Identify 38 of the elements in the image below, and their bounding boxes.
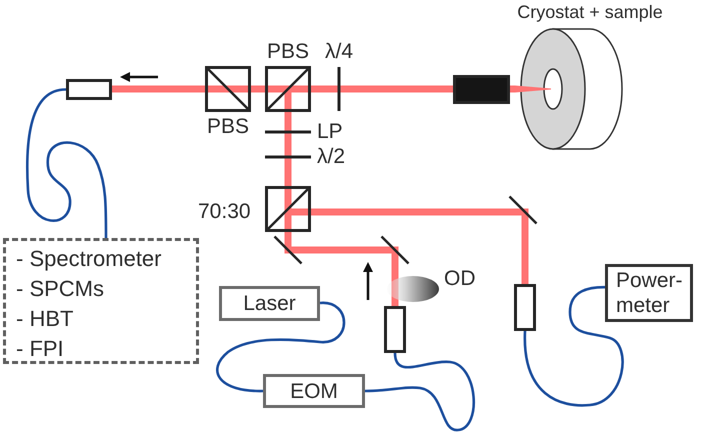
device-box: EOM	[263, 374, 365, 408]
laser-beam	[112, 86, 205, 92]
mirror	[273, 235, 303, 265]
component-label: LP	[317, 120, 343, 144]
laser-beam	[303, 246, 380, 254]
laser-beam	[354, 86, 453, 92]
objective	[453, 75, 510, 104]
laser-beam	[510, 86, 515, 92]
list-item: - HBT	[16, 305, 74, 333]
component-label: 70:30	[198, 200, 251, 224]
optical-fiber	[216, 302, 346, 392]
laser-beam	[284, 112, 292, 120]
component-label: OD	[444, 267, 476, 291]
component-label: PBS	[206, 115, 250, 139]
fiber-coupler	[384, 306, 406, 353]
optical-fiber	[524, 286, 624, 407]
device-box: Power- meter	[605, 264, 693, 322]
laser-beam	[392, 303, 398, 306]
laser-beam	[522, 225, 528, 284]
laser-beam	[284, 232, 292, 235]
fiber-coupler	[66, 79, 112, 100]
dashed-box	[3, 238, 199, 364]
laser-beam	[284, 169, 292, 186]
list-item: - FPI	[16, 335, 64, 363]
laser-beam	[311, 208, 508, 216]
mirror	[508, 195, 538, 225]
component-label: λ/2	[317, 145, 346, 169]
component-label: Cryostat + sample	[517, 1, 663, 24]
laser-beam	[251, 86, 265, 92]
laser-beam	[311, 86, 324, 92]
component-label: PBS	[266, 40, 310, 64]
optical-fiber	[26, 88, 108, 238]
component-label: λ/4	[325, 40, 353, 64]
fiber-coupler	[514, 284, 536, 331]
device-box: Laser	[219, 286, 320, 321]
mirror	[380, 235, 410, 265]
list-item: - SPCMs	[16, 275, 104, 303]
list-item: - Spectrometer	[16, 245, 162, 273]
